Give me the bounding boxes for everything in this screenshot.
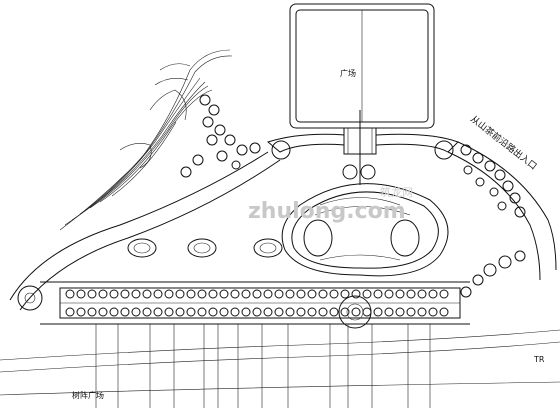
promenade-tree <box>131 289 141 299</box>
pavilions <box>127 238 283 258</box>
promenade-tree <box>175 307 185 317</box>
watermark-sub: 筑龙网 <box>380 185 413 199</box>
promenade-tree <box>395 289 405 299</box>
promenade-tree <box>307 289 317 299</box>
promenade-tree <box>87 307 97 317</box>
promenade-tree <box>384 307 394 317</box>
promenade-tree <box>175 289 185 299</box>
promenade-tree <box>428 289 438 299</box>
promenade-tree <box>197 289 207 299</box>
main-road <box>0 141 560 396</box>
promenade-tree <box>230 307 240 317</box>
promenade-tree <box>186 289 196 299</box>
promenade-tree <box>439 289 449 299</box>
oval-plaza <box>281 164 449 277</box>
promenade-tree <box>208 289 218 299</box>
promenade-tree-row <box>65 289 449 317</box>
promenade-tree <box>274 307 284 317</box>
promenade-tree <box>120 307 130 317</box>
promenade-tree <box>153 307 163 317</box>
promenade-tree <box>219 307 229 317</box>
south-label-a: 树阵广场 <box>72 390 104 400</box>
promenade-tree <box>76 289 86 299</box>
promenade-tree <box>76 307 86 317</box>
promenade-tree <box>296 307 306 317</box>
promenade-tree <box>340 307 350 317</box>
promenade-tree <box>439 307 449 317</box>
north-plaza-label: 广场 <box>340 68 356 78</box>
promenade-tree <box>120 289 130 299</box>
promenade-tree <box>208 307 218 317</box>
promenade-tree <box>65 289 75 299</box>
promenade-tree <box>153 289 163 299</box>
promenade-tree <box>98 307 108 317</box>
promenade-tree <box>351 289 361 299</box>
tree-cluster-east <box>460 144 526 298</box>
promenade-tree <box>109 307 119 317</box>
promenade-tree <box>65 307 75 317</box>
promenade-tree <box>131 307 141 317</box>
promenade-tree <box>373 307 383 317</box>
promenade-tree <box>241 289 251 299</box>
promenade-tree <box>274 289 284 299</box>
promenade-tree <box>362 289 372 299</box>
promenade-tree <box>98 289 108 299</box>
tree-cluster-north <box>180 94 261 178</box>
promenade-tree <box>285 307 295 317</box>
promenade-tree <box>219 289 229 299</box>
promenade-tree <box>142 289 152 299</box>
promenade-tree <box>406 289 416 299</box>
promenade-tree <box>318 307 328 317</box>
promenade-tree <box>197 307 207 317</box>
promenade-tree <box>230 289 240 299</box>
promenade-tree <box>87 289 97 299</box>
south-fountain <box>338 295 372 329</box>
promenade-tree <box>329 289 339 299</box>
promenade-tree <box>318 289 328 299</box>
promenade-tree <box>252 307 262 317</box>
promenade-tree <box>340 289 350 299</box>
promenade-tree <box>263 289 273 299</box>
promenade-tree <box>263 307 273 317</box>
promenade-tree <box>395 307 405 317</box>
promenade-tree <box>428 307 438 317</box>
promenade-tree <box>384 289 394 299</box>
callout-leaders <box>95 324 431 408</box>
hillside-contours <box>59 49 233 231</box>
promenade-tree <box>241 307 251 317</box>
tree-promenade <box>40 281 470 325</box>
promenade-tree <box>362 307 372 317</box>
promenade-tree <box>296 289 306 299</box>
promenade-tree <box>142 307 152 317</box>
roundabout <box>17 285 43 311</box>
promenade-tree <box>307 307 317 317</box>
promenade-tree <box>351 307 361 317</box>
promenade-tree <box>285 289 295 299</box>
south-label-b: TR <box>533 355 545 364</box>
promenade-tree <box>329 307 339 317</box>
promenade-tree <box>417 289 427 299</box>
watermark-main: zhulong.com <box>248 199 406 224</box>
promenade-tree <box>406 307 416 317</box>
promenade-tree <box>373 289 383 299</box>
promenade-tree <box>186 307 196 317</box>
promenade-tree <box>417 307 427 317</box>
north-square-plaza: 广场 <box>289 3 435 129</box>
promenade-tree <box>164 289 174 299</box>
promenade-tree <box>252 289 262 299</box>
promenade-tree <box>109 289 119 299</box>
central-axis <box>266 110 459 185</box>
promenade-tree <box>164 307 174 317</box>
